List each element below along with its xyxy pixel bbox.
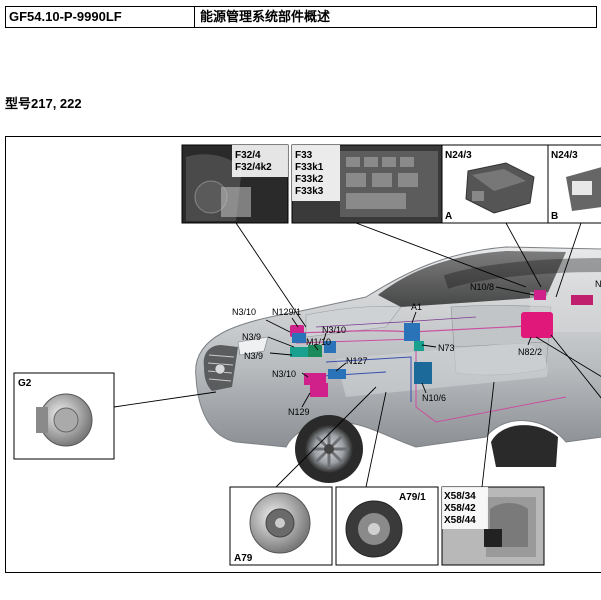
inset-n24-3-a: N24/3 A (441, 144, 549, 224)
n10-6-marker (414, 362, 432, 384)
component-markers (290, 290, 593, 397)
n24-3-a-label: N24/3 (445, 150, 472, 161)
f33-label: F33 (295, 150, 313, 161)
label-n3-10-low: N3/10 (272, 369, 296, 379)
component-diagram-svg: F32/4 F32/4k2 F33 F33k1 F33k2 F33k3 N24/… (13, 144, 601, 566)
label-n73: N73 (438, 343, 455, 353)
inset-a79-1: A79/1 (335, 486, 439, 566)
n3-10-mid-marker (324, 341, 336, 353)
label-n10-8: N10/8 (470, 282, 494, 292)
label-n3-10-mid: N3/10 (322, 325, 346, 335)
m1-10-marker (308, 345, 322, 357)
n73-marker (414, 341, 424, 351)
document-title: 能源管理系统部件概述 (200, 9, 331, 24)
f33k3-label: F33k3 (295, 186, 324, 197)
label-n129: N129 (288, 407, 310, 417)
inset-f32: F32/4 F32/4k2 (181, 144, 289, 224)
x58-34-label: X58/34 (444, 491, 476, 502)
label-a1: A1 (411, 302, 422, 312)
x58-44-label: X58/44 (444, 515, 476, 526)
f32-4k2-label: F32/4k2 (235, 162, 272, 173)
g2-label: G2 (18, 378, 32, 389)
inset-n24-3-b: N24/3 B (547, 144, 601, 224)
car-illustration (195, 246, 601, 483)
component-diagram: F32/4 F32/4k2 F33 F33k1 F33k2 F33k3 N24/… (5, 136, 601, 573)
a1-marker (404, 323, 420, 341)
n127-marker (328, 369, 346, 379)
n24-3-b-tag: B (551, 211, 558, 222)
n82-2-marker (521, 312, 553, 338)
n3-9-marker (290, 347, 308, 357)
label-n-cut: N (595, 279, 601, 289)
inset-a79: A79 (229, 486, 333, 566)
inset-g2: G2 (13, 372, 115, 460)
f33k2-label: F33k2 (295, 174, 324, 185)
leader-lines (113, 222, 601, 488)
model-line: 型号217, 222 (5, 96, 82, 111)
label-n129-1: N129/1 (272, 307, 301, 317)
inset-x58: X58/34 X58/42 X58/44 (441, 486, 545, 566)
n3-10-marker (292, 333, 306, 343)
n129-marker (304, 373, 326, 385)
n24-3-a-tag: A (445, 211, 452, 222)
label-n3-9-b: N3/9 (244, 351, 263, 361)
inset-f33: F33 F33k1 F33k2 F33k3 (291, 144, 443, 224)
label-n3-10-top: N3/10 (232, 307, 256, 317)
label-m1-10: M1/10 (306, 337, 331, 347)
n10-8-marker (534, 290, 546, 300)
n24-3-b-label: N24/3 (551, 150, 578, 161)
document-header: GF54.10-P-9990LF 能源管理系统部件概述 (5, 6, 597, 28)
document-code: GF54.10-P-9990LF (6, 7, 195, 27)
label-n10-6: N10/6 (422, 393, 446, 403)
f32-4-label: F32/4 (235, 150, 261, 161)
f33k1-label: F33k1 (295, 162, 324, 173)
label-n82-2: N82/2 (518, 347, 542, 357)
a79-1-label: A79/1 (399, 492, 426, 503)
label-n127: N127 (346, 356, 368, 366)
label-n3-9-a: N3/9 (242, 332, 261, 342)
a79-label: A79 (234, 553, 253, 564)
x58-42-label: X58/42 (444, 503, 476, 514)
